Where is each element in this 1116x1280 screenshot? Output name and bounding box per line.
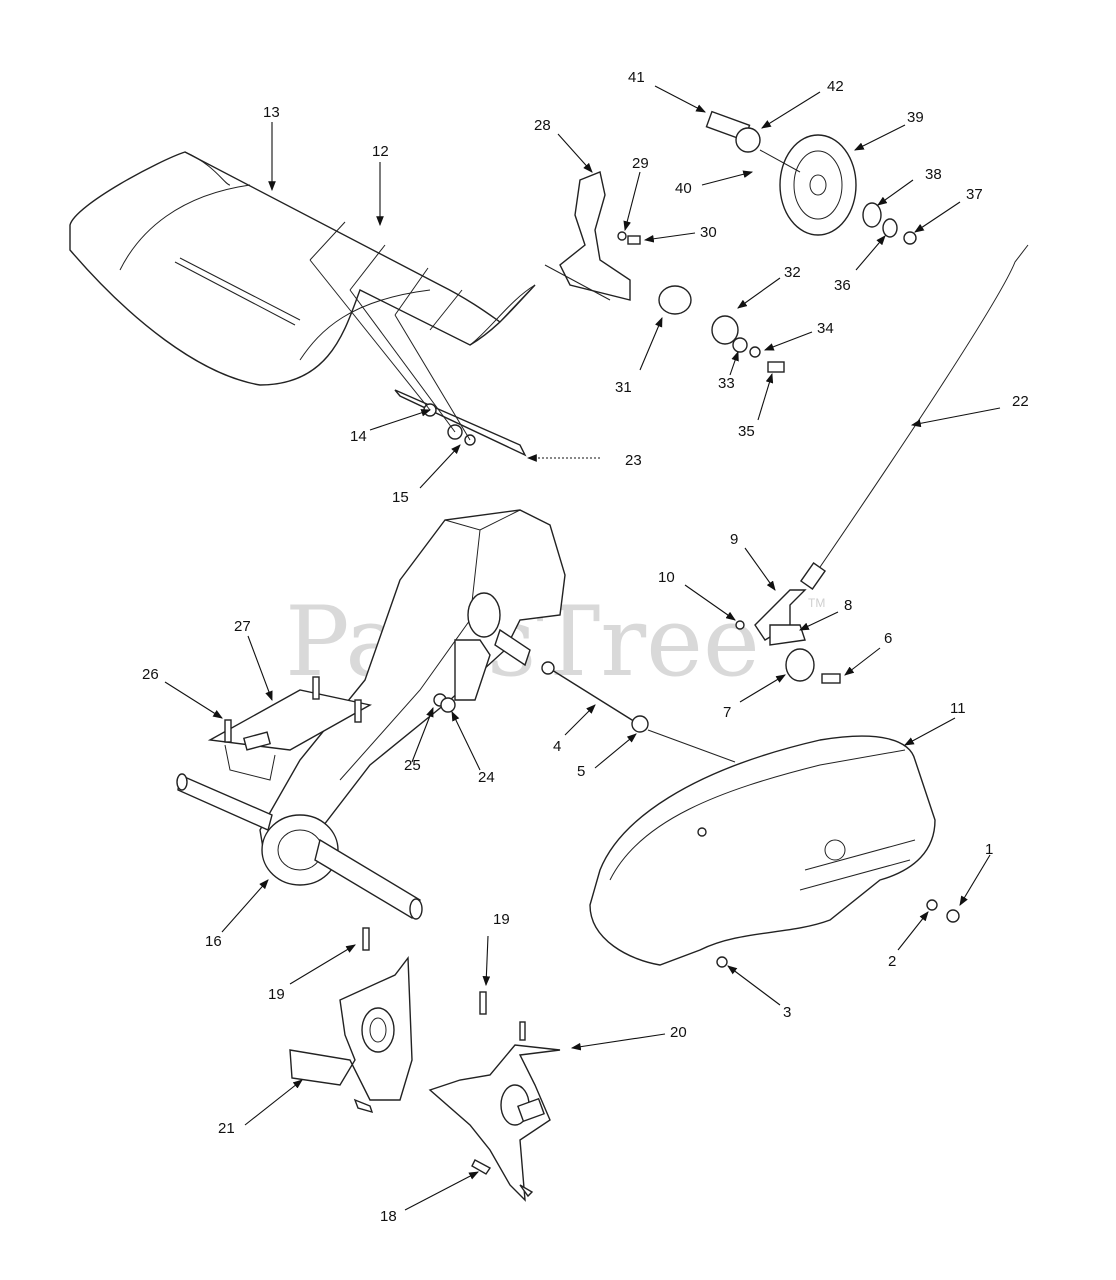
mounting-bracket bbox=[544, 171, 631, 301]
callout-7: 7 bbox=[723, 704, 731, 721]
bolt-3 bbox=[716, 956, 728, 968]
cable-bracket-9 bbox=[754, 589, 807, 641]
callout-35: 35 bbox=[738, 423, 755, 440]
pulley-39 bbox=[779, 134, 857, 236]
tine-assembly-right bbox=[428, 1021, 561, 1202]
callout-6: 6 bbox=[884, 630, 892, 647]
callout-10: 10 bbox=[658, 569, 675, 586]
callout-36: 36 bbox=[834, 277, 851, 294]
tine-shield bbox=[69, 151, 536, 386]
bolt-35 bbox=[767, 361, 785, 373]
mounting-plate bbox=[207, 676, 372, 781]
callout-41: 41 bbox=[628, 69, 645, 86]
callout-12: 12 bbox=[372, 143, 389, 160]
callout-2: 2 bbox=[888, 953, 896, 970]
washer-38 bbox=[862, 202, 882, 228]
bracket-8 bbox=[769, 624, 806, 646]
washer-2 bbox=[926, 899, 938, 911]
callout-9: 9 bbox=[730, 531, 738, 548]
callout-23: 23 bbox=[625, 452, 642, 469]
callout-16: 16 bbox=[205, 933, 222, 950]
spacer-33 bbox=[732, 337, 748, 353]
chain-case bbox=[259, 509, 566, 886]
callout-13: 13 bbox=[263, 104, 280, 121]
tine-assembly-left bbox=[289, 956, 413, 1114]
tine-shaft bbox=[176, 773, 423, 920]
nut-10 bbox=[735, 620, 745, 630]
nut-34 bbox=[749, 346, 761, 358]
pin-19-right bbox=[479, 991, 487, 1015]
callout-40: 40 bbox=[675, 180, 692, 197]
callout-24: 24 bbox=[478, 769, 495, 786]
callout-34: 34 bbox=[817, 320, 834, 337]
callout-33: 33 bbox=[718, 375, 735, 392]
callout-32: 32 bbox=[784, 264, 801, 281]
callout-21: 21 bbox=[218, 1120, 235, 1137]
watermark-trademark: TM bbox=[808, 596, 825, 610]
callout-28: 28 bbox=[534, 117, 551, 134]
callout-19-left: 19 bbox=[268, 986, 285, 1003]
callout-38: 38 bbox=[925, 166, 942, 183]
washer-24 bbox=[440, 697, 456, 713]
idler-pulley-32 bbox=[711, 315, 739, 345]
callout-37: 37 bbox=[966, 186, 983, 203]
callout-22: 22 bbox=[1012, 393, 1029, 410]
lock-washer bbox=[617, 231, 627, 241]
callout-19-right: 19 bbox=[493, 911, 510, 928]
callout-15: 15 bbox=[392, 489, 409, 506]
shield-bolts bbox=[309, 221, 471, 441]
nut-37 bbox=[903, 231, 917, 245]
axle-bolt-4 bbox=[551, 669, 641, 726]
callout-42: 42 bbox=[827, 78, 844, 95]
gear-plate bbox=[454, 639, 491, 701]
callout-18: 18 bbox=[380, 1208, 397, 1225]
control-cable bbox=[799, 244, 1029, 591]
washer-31 bbox=[658, 285, 692, 315]
callout-26: 26 bbox=[142, 666, 159, 683]
callout-25: 25 bbox=[404, 757, 421, 774]
callout-5: 5 bbox=[577, 763, 585, 780]
callout-31: 31 bbox=[615, 379, 632, 396]
callout-39: 39 bbox=[907, 109, 924, 126]
callout-4: 4 bbox=[553, 738, 561, 755]
callout-labels: 1 2 3 4 5 6 7 8 9 10 11 12 13 14 15 16 1… bbox=[142, 69, 1029, 1225]
callout-27: 27 bbox=[234, 618, 251, 635]
washer-42 bbox=[735, 127, 761, 153]
washer-36 bbox=[882, 218, 898, 238]
bolt-6 bbox=[821, 673, 841, 684]
callout-8: 8 bbox=[844, 597, 852, 614]
callout-11: 11 bbox=[950, 700, 966, 717]
callout-20: 20 bbox=[670, 1024, 687, 1041]
bolt-30 bbox=[627, 235, 641, 245]
nut-1 bbox=[946, 909, 960, 923]
callout-29: 29 bbox=[632, 155, 649, 172]
idler-pulley-7 bbox=[785, 648, 815, 682]
pin-19-left bbox=[362, 927, 370, 951]
leader-lines bbox=[164, 85, 1001, 1211]
nut-5 bbox=[631, 715, 649, 733]
callout-14: 14 bbox=[350, 428, 367, 445]
callout-3: 3 bbox=[783, 1004, 791, 1021]
callout-30: 30 bbox=[700, 224, 717, 241]
callout-1: 1 bbox=[985, 841, 993, 858]
belt-cover bbox=[589, 735, 936, 966]
